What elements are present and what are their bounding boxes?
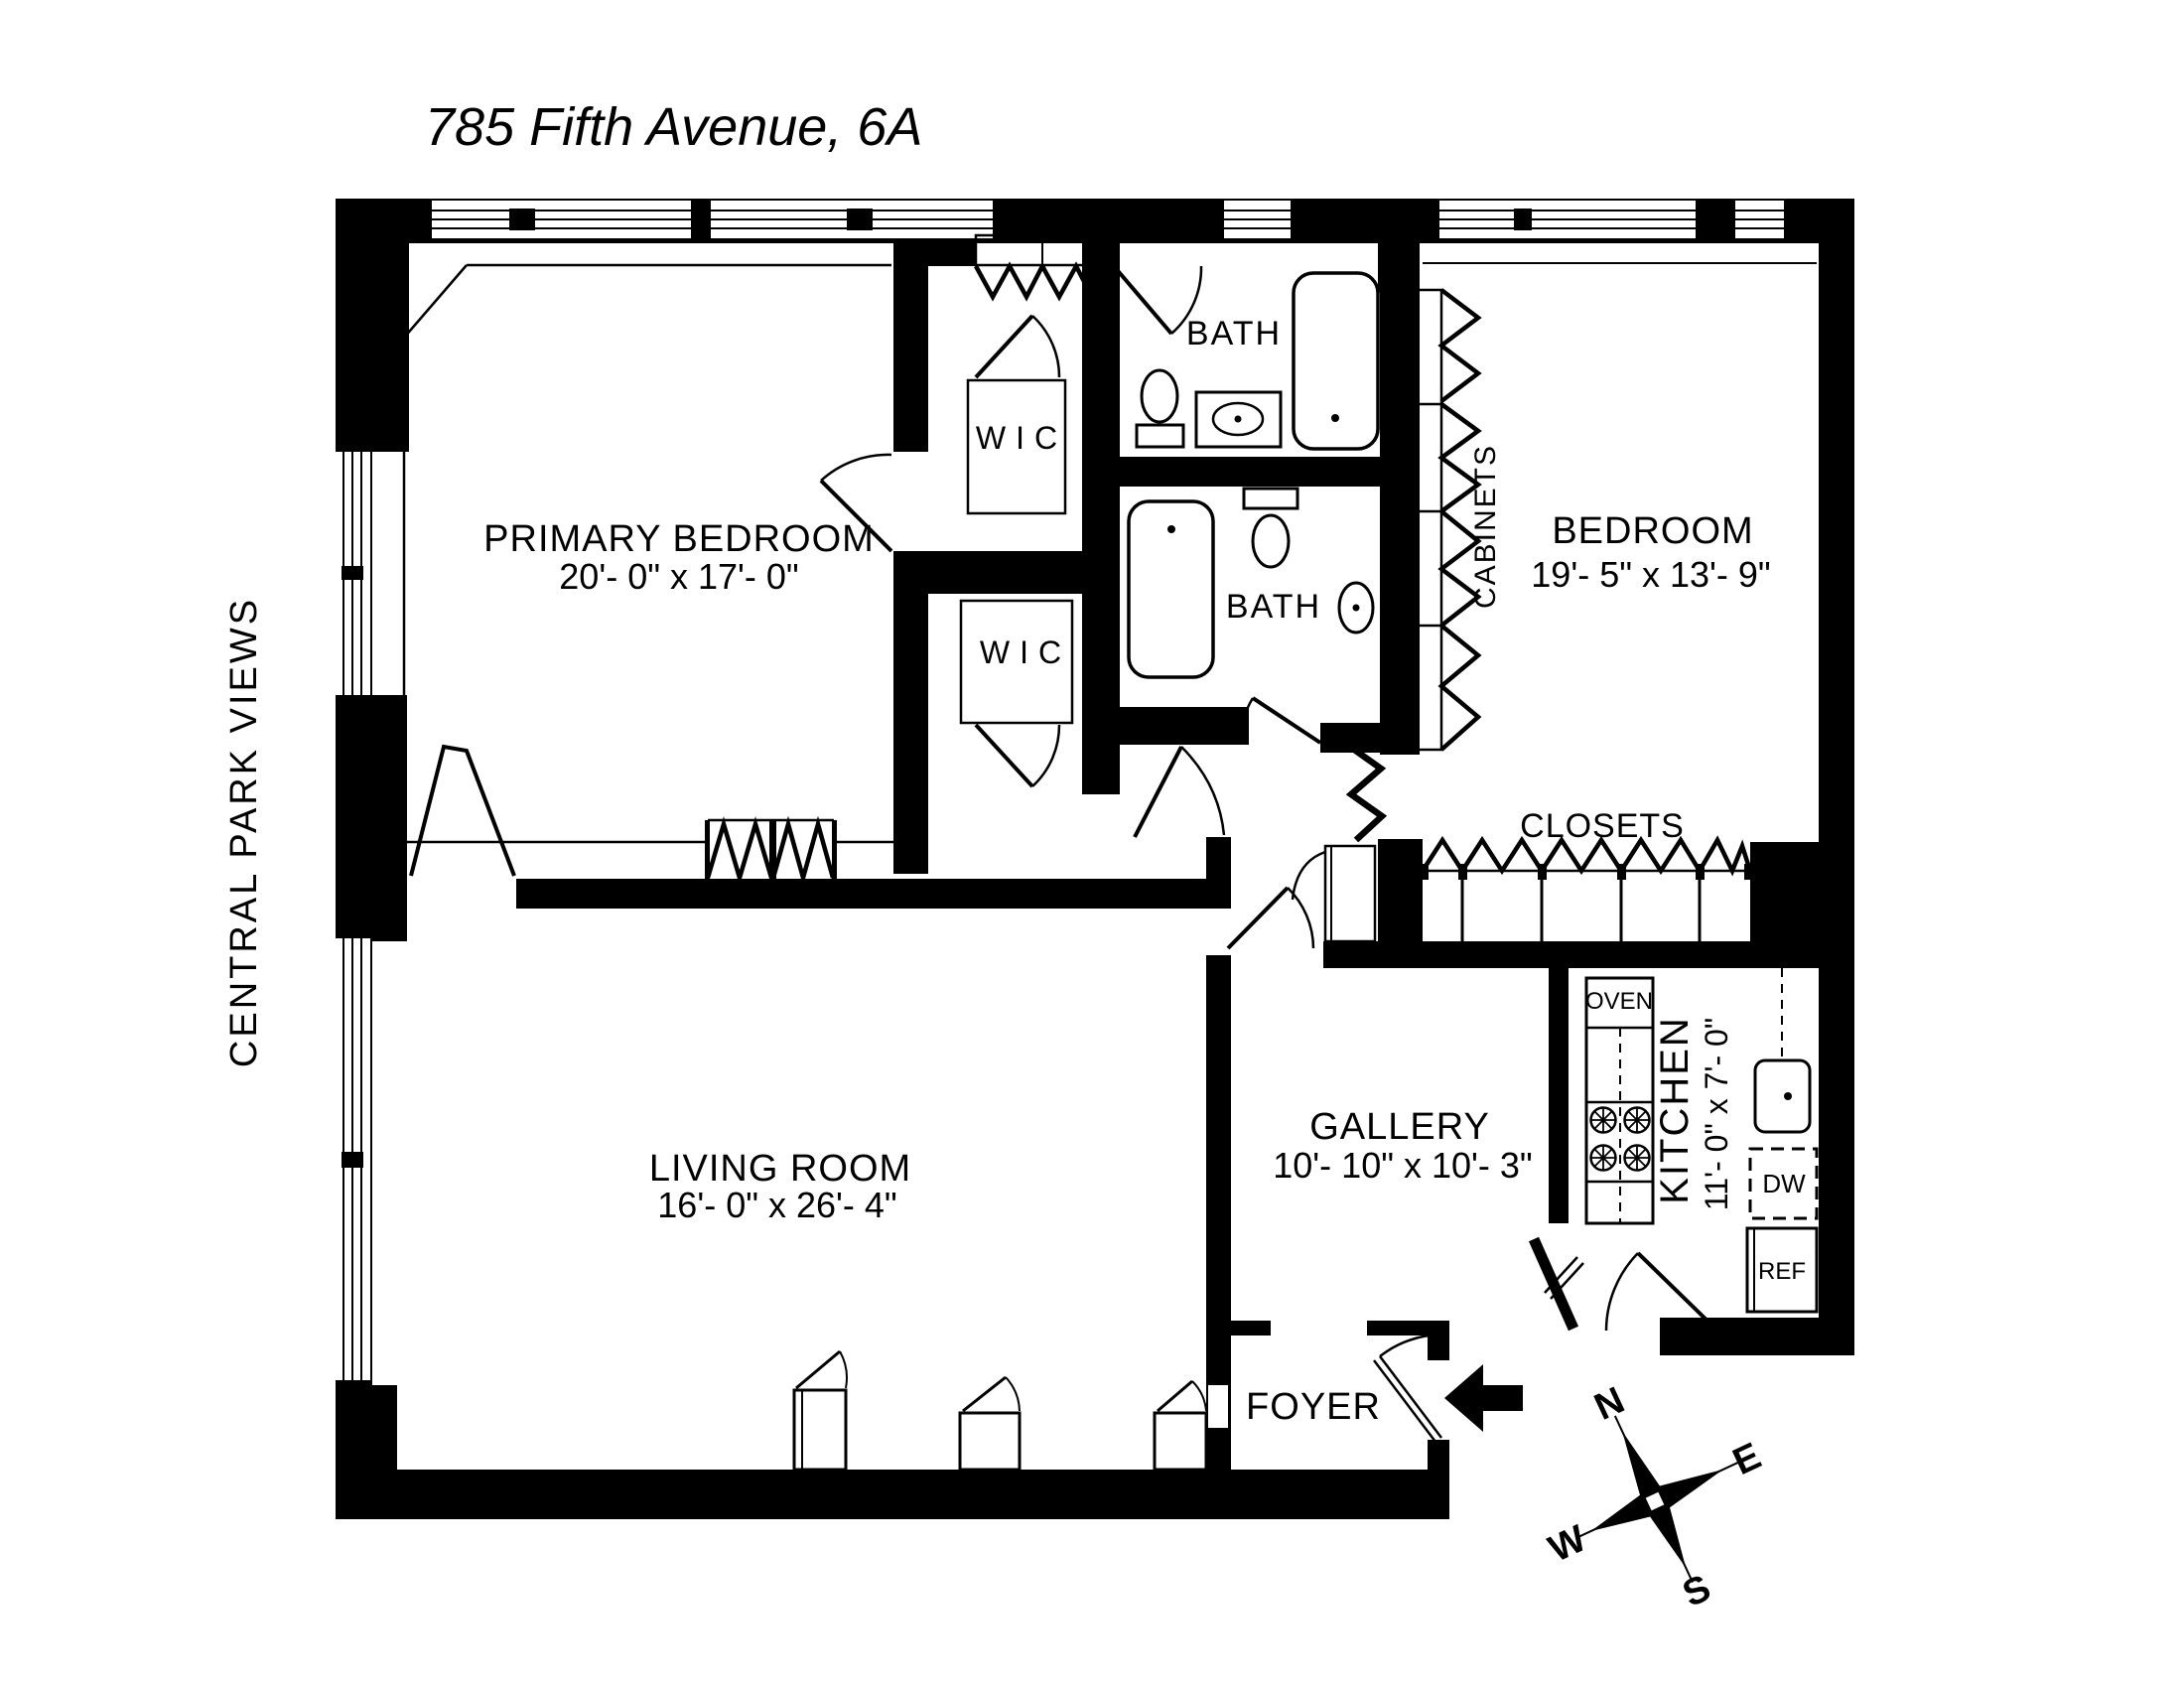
hall-closet-door	[1291, 844, 1377, 943]
gallery-label: GALLERY	[1309, 1106, 1490, 1148]
bedroom-dims: 19'- 5" x 13'- 9"	[1531, 554, 1770, 595]
bath-lower-door	[1239, 696, 1322, 745]
wic-lower-door	[974, 723, 1061, 788]
bedroom-top-window	[1439, 201, 1784, 238]
bath-lower-label: BATH	[1226, 588, 1321, 626]
primary-east-door	[819, 453, 893, 553]
wall-break-zigzag	[1345, 744, 1388, 843]
toilet	[1135, 368, 1185, 449]
bath-top-door	[1112, 264, 1203, 336]
wic-upper-label: WIC	[976, 420, 1067, 456]
cabinet-unit	[792, 1349, 848, 1472]
compass-north-label: N	[1588, 1379, 1631, 1429]
primary-bifold-closets	[705, 815, 837, 887]
wic-upper-box	[966, 378, 1067, 515]
entry-arrow-icon	[1444, 1364, 1523, 1432]
bath-top-fixtures	[1135, 271, 1380, 451]
wic-upper-door	[974, 314, 1061, 379]
closets-label: CLOSETS	[1520, 807, 1685, 845]
bath-top-label: BATH	[1186, 315, 1282, 352]
hall-door	[1133, 746, 1226, 838]
living-room-dims: 16'- 0" x 26'- 4"	[657, 1185, 896, 1225]
living-room-door	[1226, 886, 1315, 950]
entry-door	[1373, 1333, 1442, 1443]
primary-bedroom-top-window	[432, 201, 993, 238]
cabinet-unit	[1153, 1379, 1208, 1472]
top-closet-bifold	[974, 233, 1111, 302]
refrigerator-box	[1745, 1226, 1819, 1314]
walls	[336, 199, 1854, 1519]
bedroom-label: BEDROOM	[1552, 510, 1753, 552]
living-room-label: LIVING ROOM	[649, 1148, 911, 1190]
kitchen-counter-left	[1584, 976, 1655, 1225]
oven-label: OVEN	[1585, 988, 1653, 1015]
wall-sink	[1337, 581, 1375, 634]
closets-row	[1421, 835, 1753, 941]
plan-title: 785 Fifth Avenue, 6A	[425, 97, 922, 157]
cabinet-unit	[958, 1375, 1022, 1472]
doors	[409, 233, 1719, 1443]
primary-bedroom-left-window	[335, 452, 372, 695]
kitchen-dims: 11'- 0" x 7'- 0"	[1699, 1018, 1734, 1210]
sink-vanity	[1194, 390, 1283, 449]
kitchen-label: KITCHEN	[1653, 1016, 1697, 1204]
kitchen-fixtures	[1584, 968, 1819, 1314]
stove-burners	[1589, 1106, 1651, 1172]
wic-lower-label: WIC	[980, 634, 1071, 670]
kitchen-sink	[1753, 1058, 1812, 1134]
foyer-label: FOYER	[1246, 1386, 1381, 1428]
primary-bedroom-label: PRIMARY BEDROOM	[483, 518, 875, 560]
central-park-views-label: CENTRAL PARK VIEWS	[223, 597, 265, 1067]
primary-bedroom-dims: 20'- 0" x 17'- 0"	[559, 556, 798, 597]
dishwasher-label: DW	[1762, 1169, 1806, 1198]
primary-double-door	[409, 744, 516, 877]
bath-lower-fixtures	[1127, 487, 1375, 679]
compass-south-label: S	[1677, 1567, 1717, 1616]
compass-rose: N E S W	[1543, 1379, 1767, 1616]
bathtub	[1127, 499, 1215, 679]
wall-niche	[1208, 1385, 1228, 1428]
dishwasher-box	[1748, 1147, 1819, 1220]
kitchen-door	[1544, 1251, 1719, 1333]
refrigerator-label: REF	[1758, 1258, 1806, 1285]
bath-window	[1224, 201, 1291, 238]
living-room-left-window	[335, 938, 372, 1380]
compass-east-label: E	[1726, 1435, 1767, 1483]
compass-west-label: W	[1543, 1518, 1592, 1571]
cabinets-unit	[1386, 288, 1482, 752]
living-room-cabinets	[792, 1349, 1208, 1472]
gallery-dims: 10'- 10" x 10'- 3"	[1273, 1145, 1532, 1186]
room-outlines	[402, 262, 1817, 844]
cabinets-label: CABINETS	[1469, 444, 1502, 609]
wic-lower-box	[959, 599, 1074, 725]
window-bands	[335, 201, 1784, 1380]
bathtub	[1292, 271, 1380, 451]
toilet	[1242, 487, 1299, 569]
